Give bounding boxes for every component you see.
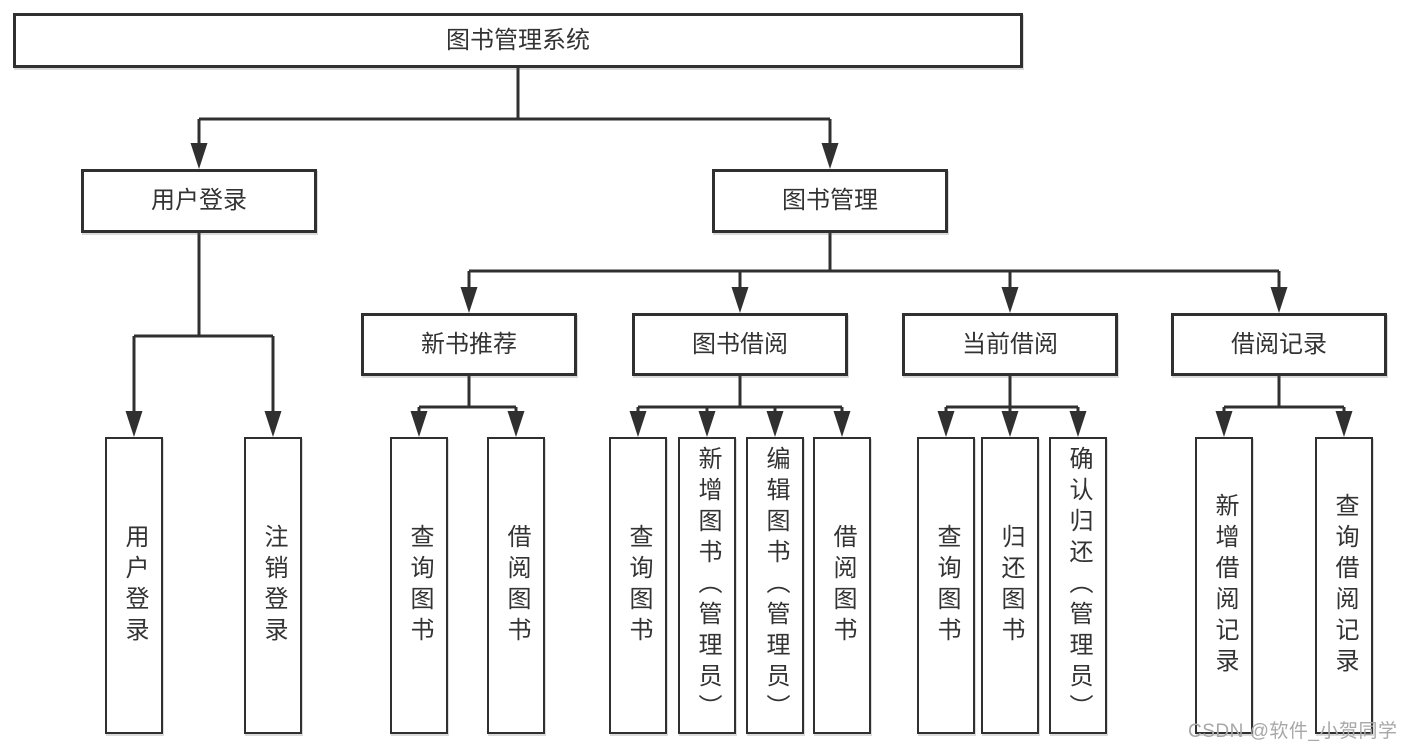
node-label: 新增图书（管理员） [694, 446, 721, 725]
node-label: 归还图书 [997, 523, 1024, 648]
leaf-query-books-3: 查询图书 [917, 437, 975, 734]
node-label: 用户登录 [121, 523, 148, 648]
watermark: CSDN @软件_小贺同学 [1188, 721, 1398, 742]
node-label: 借阅记录 [1231, 330, 1327, 358]
node-label: 图书借阅 [692, 330, 788, 358]
node-label: 新增借阅记录 [1211, 492, 1238, 679]
leaf-logout: 注销登录 [244, 437, 302, 734]
node-user-login-branch: 用户登录 [81, 169, 317, 233]
node-label: 注销登录 [260, 523, 287, 648]
node-library-management-system: 图书管理系统 [13, 13, 1023, 68]
node-borrowing-records: 借阅记录 [1171, 313, 1387, 376]
leaf-edit-books-admin: 编辑图书（管理员） [746, 437, 804, 734]
node-label: 查询图书 [406, 523, 433, 648]
node-book-borrowing: 图书借阅 [632, 313, 848, 376]
node-label: 新书推荐 [421, 330, 517, 358]
leaf-return-books: 归还图书 [981, 437, 1039, 734]
node-label: 当前借阅 [962, 330, 1058, 358]
node-current-borrowing: 当前借阅 [902, 313, 1118, 376]
leaf-user-login: 用户登录 [105, 437, 163, 734]
node-label: 借阅图书 [829, 523, 856, 648]
node-label: 用户登录 [151, 187, 247, 214]
leaf-borrow-books-1: 借阅图书 [487, 437, 545, 734]
node-label: 确认归还（管理员） [1065, 446, 1092, 725]
node-new-book-recommend: 新书推荐 [361, 313, 577, 376]
node-label: 编辑图书（管理员） [762, 446, 789, 725]
node-label: 查询借阅记录 [1331, 492, 1358, 679]
node-label: 图书管理 [782, 187, 878, 214]
node-label: 借阅图书 [503, 523, 530, 648]
leaf-query-books-1: 查询图书 [390, 437, 448, 734]
leaf-borrow-books-2: 借阅图书 [813, 437, 871, 734]
node-label: 查询图书 [933, 523, 960, 648]
leaf-add-borrow-record: 新增借阅记录 [1195, 437, 1253, 734]
node-book-management-branch: 图书管理 [712, 169, 948, 233]
node-label: 查询图书 [625, 523, 652, 648]
node-label: 图书管理系统 [446, 26, 590, 54]
leaf-add-books-admin: 新增图书（管理员） [678, 437, 736, 734]
leaf-query-borrow-record: 查询借阅记录 [1315, 437, 1373, 734]
leaf-confirm-return-admin: 确认归还（管理员） [1049, 437, 1107, 734]
leaf-query-books-2: 查询图书 [609, 437, 667, 734]
